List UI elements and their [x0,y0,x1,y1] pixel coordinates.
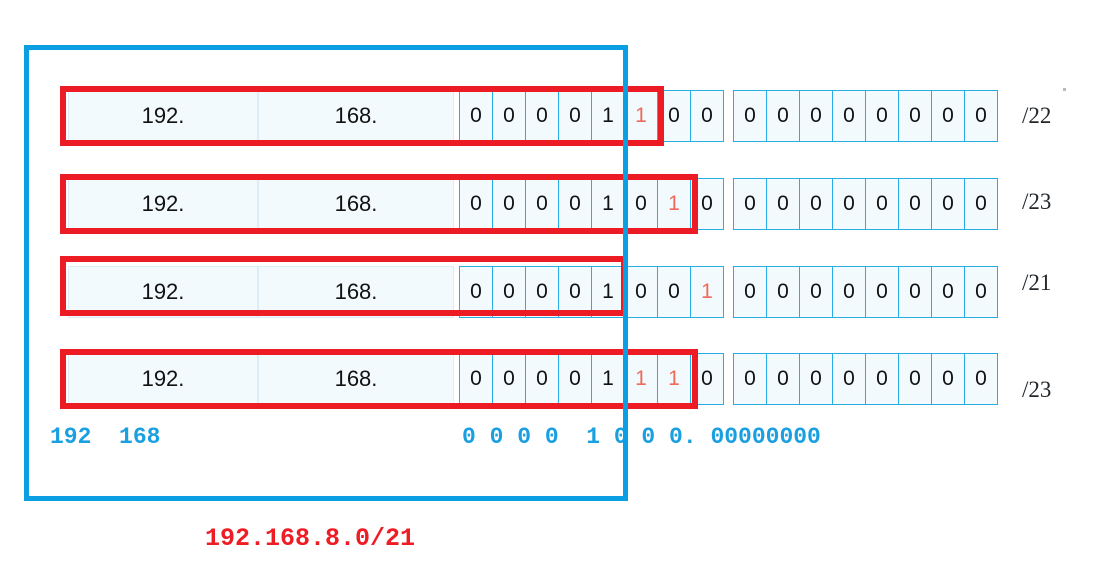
bit-cell: 0 [657,266,691,318]
bit-cell: 0 [657,90,691,142]
octet-2-cell: 168. [258,266,454,318]
bit-cell: 0 [525,90,559,142]
bit-cell: 0 [492,353,526,405]
bit-cell: 0 [766,353,800,405]
bit-cell: 0 [624,266,658,318]
bit-cell: 0 [558,266,592,318]
bit-cell: 0 [799,178,833,230]
bit-cell: 0 [733,178,767,230]
bit-cell: 0 [865,90,899,142]
artifact-dot [1063,88,1066,91]
octet-4-bitgroup: 0 0 0 0 0 0 0 0 [733,178,998,230]
octet-1-cell: 192. [68,90,258,142]
bit-cell: 0 [690,90,724,142]
bit-cell-highlighted: 1 [690,266,724,318]
summary-bits-label: 0 0 0 0 1 0 0 0. 00000000 [462,424,821,450]
bit-cell: 0 [964,353,998,405]
cidr-label: /23 [1022,377,1052,402]
bit-cell: 0 [459,266,493,318]
bit-cell: 0 [492,90,526,142]
bit-cell: 0 [733,266,767,318]
bit-cell: 0 [558,90,592,142]
bit-cell: 0 [931,266,965,318]
bit-cell: 1 [591,90,625,142]
bit-cell: 0 [931,353,965,405]
bit-cell: 0 [525,266,559,318]
bit-cell: 1 [591,178,625,230]
bit-cell: 0 [799,353,833,405]
bit-cell: 0 [492,266,526,318]
bit-cell: 0 [492,178,526,230]
bit-cell: 0 [931,90,965,142]
bit-cell: 0 [898,90,932,142]
summary-octets-label: 192 168 [50,424,161,450]
octet-4-bitgroup: 0 0 0 0 0 0 0 0 [733,90,998,142]
bit-cell: 0 [964,90,998,142]
bit-cell: 0 [865,178,899,230]
bit-cell: 0 [690,178,724,230]
octet-2-cell: 168. [258,353,454,405]
bit-cell: 0 [964,178,998,230]
bit-cell: 0 [832,90,866,142]
bit-cell: 0 [898,178,932,230]
bit-cell: 0 [898,353,932,405]
bit-cell: 0 [459,353,493,405]
bit-cell: 0 [459,90,493,142]
bit-cell-highlighted: 1 [624,90,658,142]
bit-cell: 1 [591,353,625,405]
bit-cell-highlighted: 1 [657,353,691,405]
bit-cell: 0 [865,353,899,405]
bit-cell: 0 [766,90,800,142]
octet-2-cell: 168. [258,178,454,230]
bit-cell: 0 [733,90,767,142]
bit-cell: 0 [459,178,493,230]
bit-cell: 0 [766,178,800,230]
bit-cell: 0 [799,90,833,142]
octet-1-cell: 192. [68,266,258,318]
result-cidr-caption: 192.168.8.0/21 [205,524,416,553]
bit-cell: 0 [525,178,559,230]
bit-cell: 0 [865,266,899,318]
bit-cell: 0 [898,266,932,318]
bit-cell: 1 [591,266,625,318]
cidr-label: /21 [1022,270,1052,295]
octet-4-bitgroup: 0 0 0 0 0 0 0 0 [733,266,998,318]
octet-3-bitgroup: 0 0 0 0 1 1 1 0 [459,353,724,405]
bit-cell: 0 [832,178,866,230]
bit-cell: 0 [525,353,559,405]
cidr-label: /23 [1022,189,1052,214]
bit-cell: 0 [832,353,866,405]
bit-cell: 0 [558,353,592,405]
octet-2-cell: 168. [258,90,454,142]
bit-cell-highlighted: 1 [657,178,691,230]
bit-cell: 0 [832,266,866,318]
bit-cell: 0 [799,266,833,318]
cidr-label: /22 [1022,103,1052,128]
octet-1-cell: 192. [68,178,258,230]
bit-cell: 0 [624,178,658,230]
bit-cell: 0 [931,178,965,230]
bit-cell: 0 [690,353,724,405]
octet-3-bitgroup: 0 0 0 0 1 0 0 1 [459,266,724,318]
bit-cell: 0 [766,266,800,318]
bit-cell: 0 [964,266,998,318]
bit-cell: 0 [558,178,592,230]
bit-cell-highlighted: 1 [624,353,658,405]
octet-3-bitgroup: 0 0 0 0 1 0 1 0 [459,178,724,230]
octet-3-bitgroup: 0 0 0 0 1 1 0 0 [459,90,724,142]
octet-1-cell: 192. [68,353,258,405]
bit-cell: 0 [733,353,767,405]
octet-4-bitgroup: 0 0 0 0 0 0 0 0 [733,353,998,405]
